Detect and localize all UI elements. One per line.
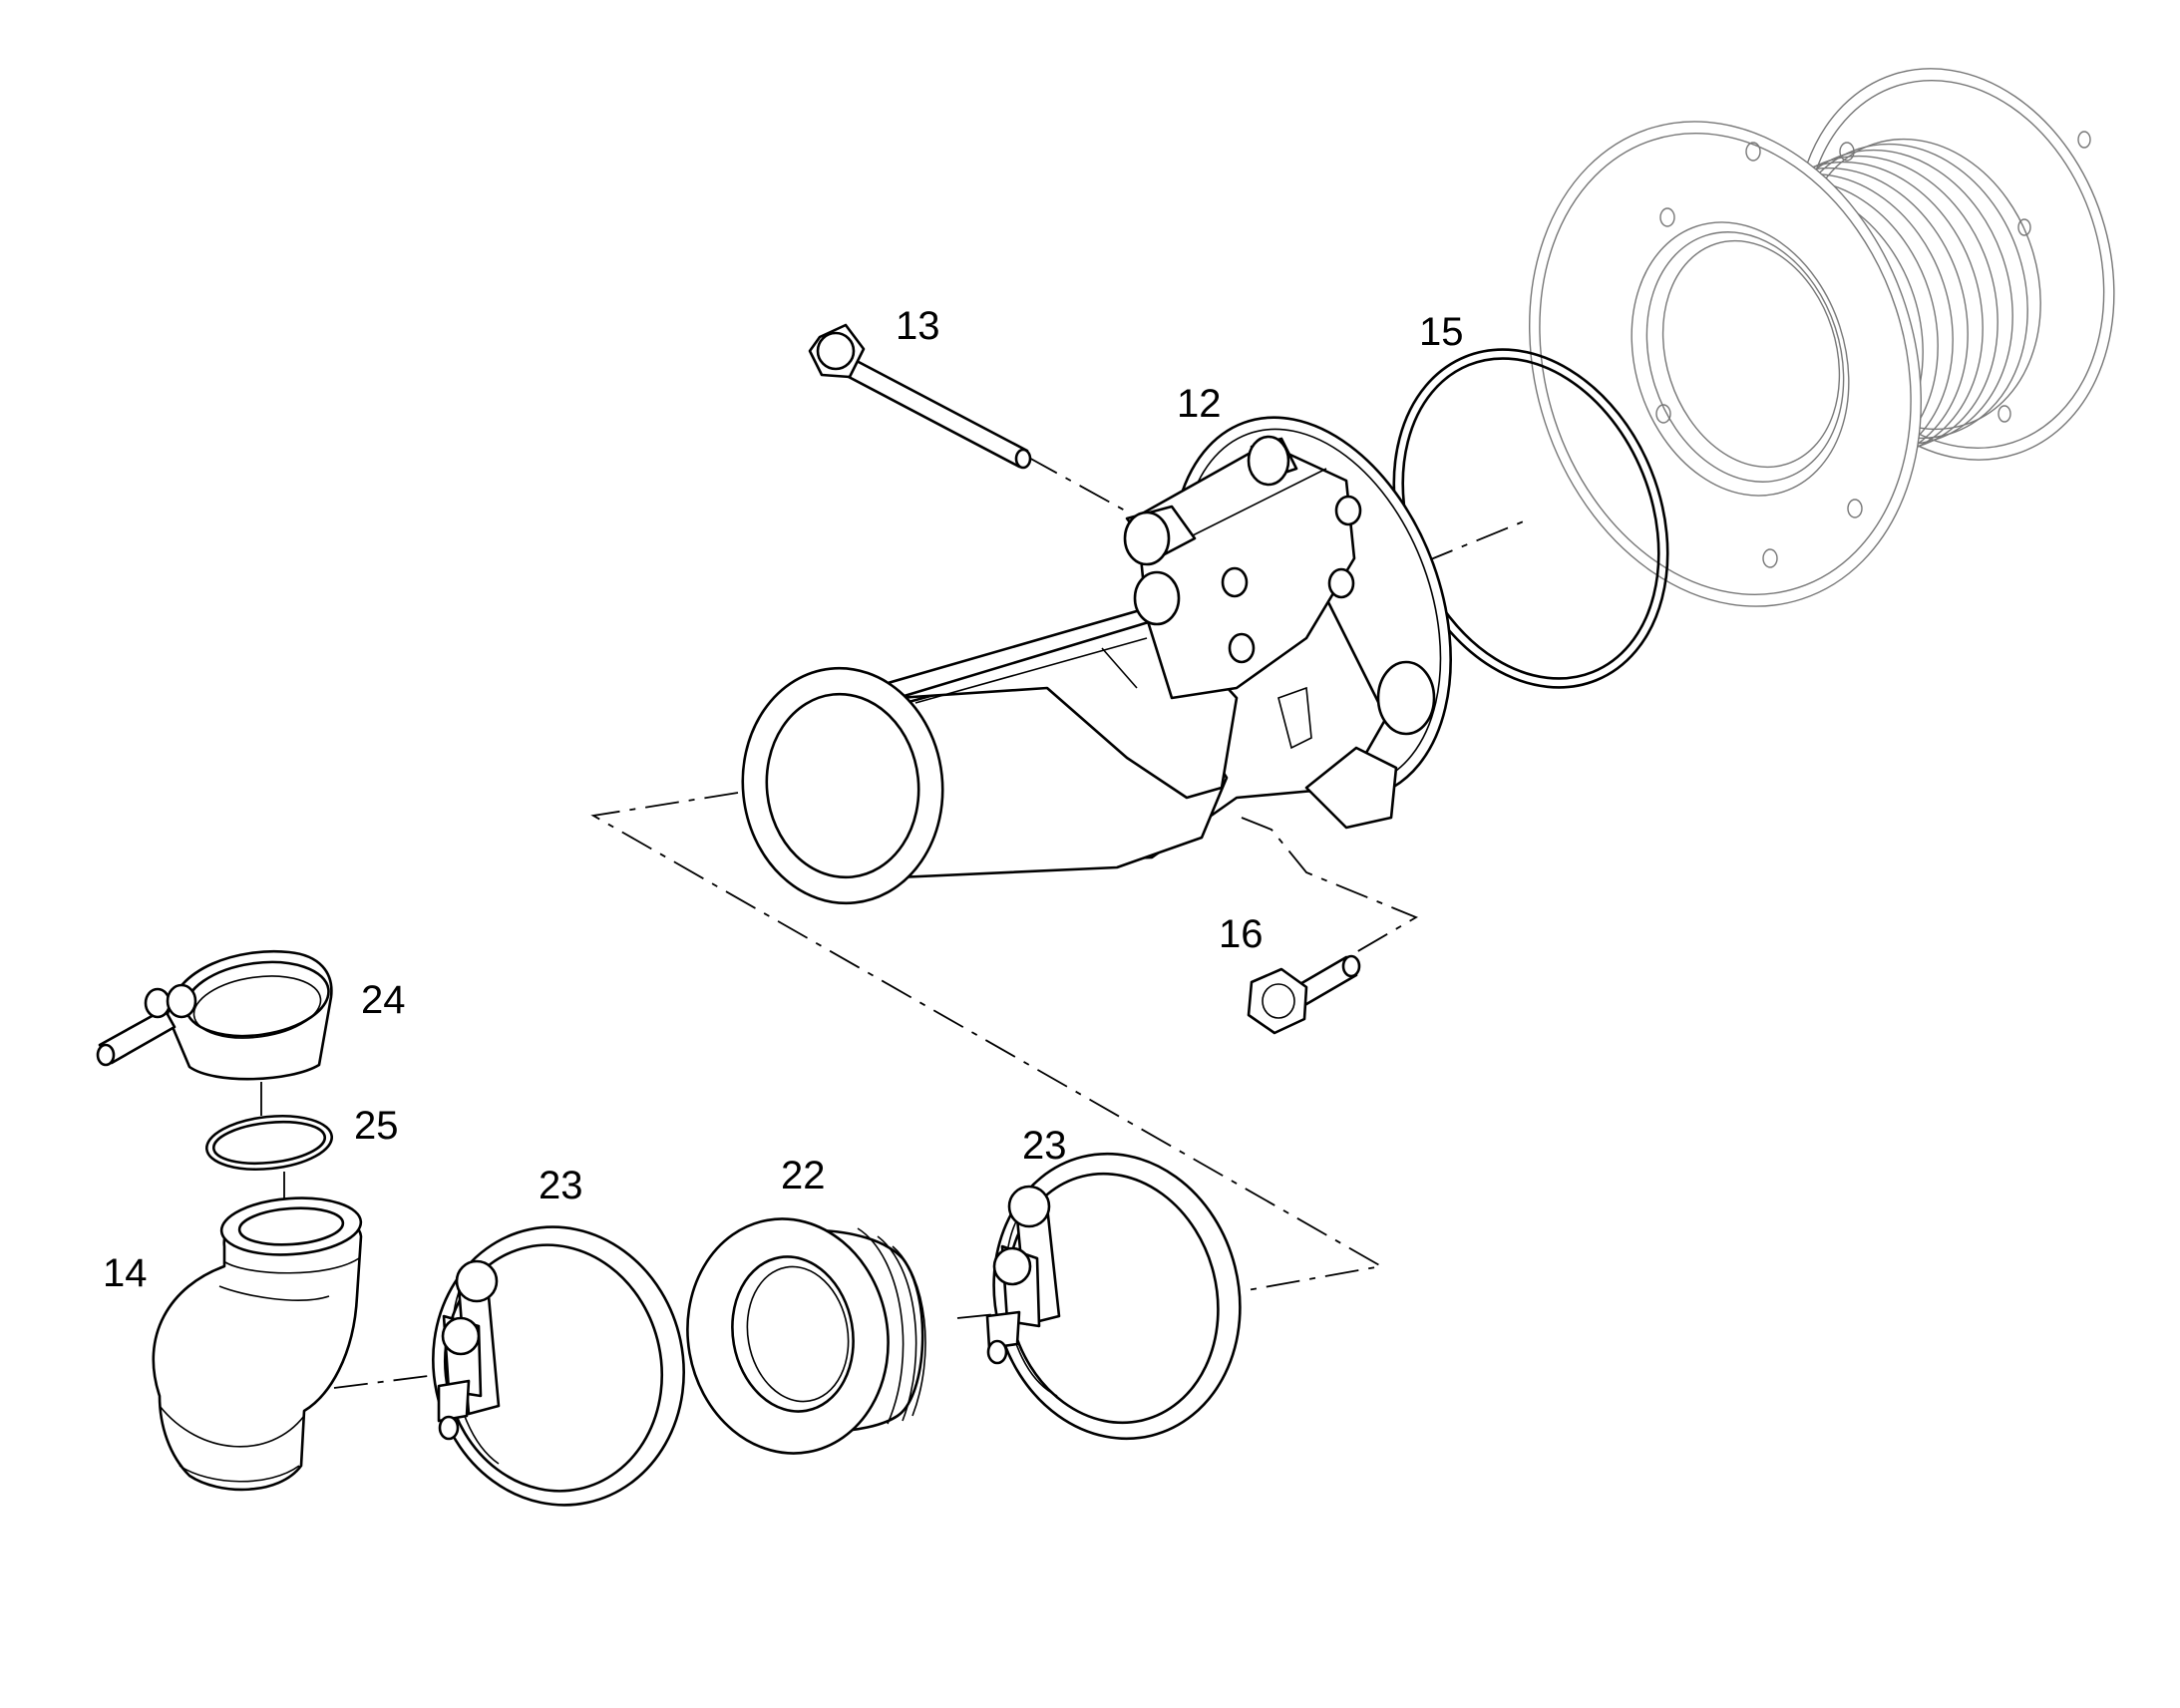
callout-13: 13 [896, 304, 940, 348]
exhaust-elbow-housing [741, 416, 1452, 905]
small-v-clamp [96, 949, 333, 1081]
callout-24: 24 [361, 978, 406, 1022]
callout-15: 15 [1419, 310, 1464, 354]
leader-14-to-23 [333, 1373, 445, 1389]
callout-14: 14 [103, 1251, 148, 1295]
bolt-lugs [1123, 435, 1362, 664]
pipe-elbow [152, 1196, 363, 1492]
short-bolt [1247, 954, 1361, 1035]
v-clamp-left [432, 1225, 685, 1507]
leader-13-to-12 [1026, 456, 1126, 512]
callout-labels: 13 12 15 16 24 25 23 22 23 14 [103, 304, 1464, 1295]
small-o-ring [204, 1115, 334, 1171]
adapter-ring [686, 1217, 926, 1455]
callout-16: 16 [1219, 912, 1264, 956]
callout-12: 12 [1177, 382, 1222, 426]
callout-23-right: 23 [1022, 1124, 1067, 1168]
flexible-exhaust-pipe [1529, 68, 2115, 607]
leader-12-to-clamp-right [590, 792, 1384, 1292]
leader-15-to-12 [1420, 517, 1532, 564]
long-bolt [808, 323, 1032, 470]
v-clamp-right [985, 1152, 1242, 1441]
callout-22: 22 [781, 1154, 826, 1197]
flange-bolt-holes [1655, 131, 2091, 568]
leader-16-to-12 [1241, 817, 1419, 953]
callout-25: 25 [354, 1104, 399, 1148]
callout-23-left: 23 [539, 1164, 583, 1207]
